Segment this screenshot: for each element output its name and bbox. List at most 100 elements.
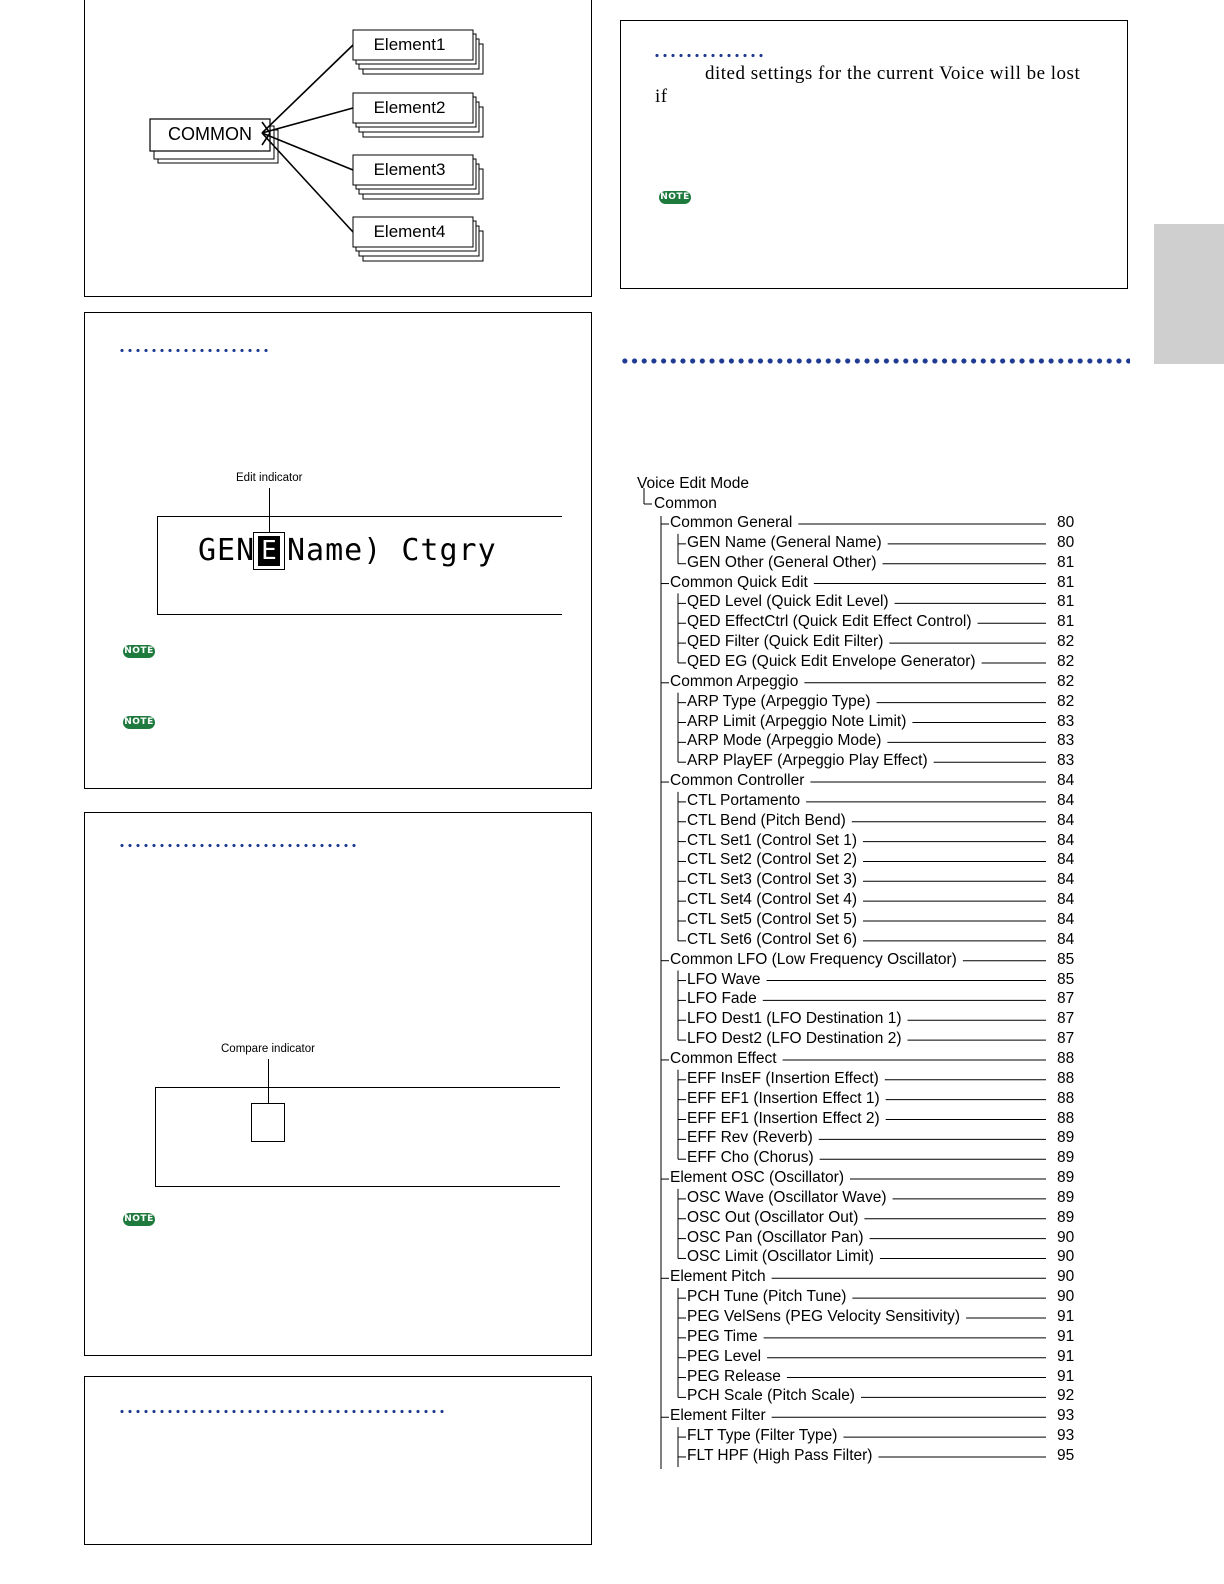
tree-page-number: 81 [1057, 573, 1075, 591]
tree-page-number: 84 [1057, 891, 1075, 909]
compare-indicator-box [84, 812, 592, 1356]
section-side-tab [1154, 224, 1224, 364]
notice-box [620, 20, 1128, 289]
tree-page-number: 91 [1057, 1327, 1075, 1345]
edit-indicator-label: Edit indicator [236, 472, 303, 484]
edit-note-icon-2: NOTE [123, 716, 155, 729]
compare-lcd-display [155, 1087, 560, 1187]
tree-page-number: 90 [1057, 1288, 1075, 1306]
tree-item: OSC Wave (Oscillator Wave) [687, 1188, 887, 1206]
tree-item: Common Effect [670, 1049, 777, 1067]
tree-page-number: 93 [1057, 1427, 1075, 1445]
tree-page-number: 90 [1057, 1228, 1075, 1246]
tree-common: Common [654, 495, 717, 512]
tree-item: CTL Set1 (Control Set 1) [687, 831, 857, 849]
element-block-3 [352, 154, 484, 200]
tree-page-number: 83 [1057, 752, 1075, 770]
tree-page-number: 93 [1057, 1407, 1075, 1425]
tree-item: CTL Set3 (Control Set 3) [687, 871, 857, 889]
tree-root: Voice Edit Mode [637, 475, 750, 492]
tree-page-number: 84 [1057, 831, 1075, 849]
tree-page-number: 88 [1057, 1049, 1075, 1067]
tree-page-number: 87 [1057, 990, 1075, 1008]
element-structure-diagram [149, 29, 484, 262]
tree-item: EFF Rev (Reverb) [687, 1129, 813, 1147]
tree-item: FLT HPF (High Pass Filter) [687, 1446, 873, 1464]
notice-heading-dots [653, 53, 765, 58]
tree-item: Common Arpeggio [670, 672, 799, 690]
tree-item: PEG Release [687, 1367, 781, 1385]
compare-heading-dots [118, 843, 360, 848]
tree-item: CTL Portamento [687, 791, 801, 809]
tree-page-number: 87 [1057, 1030, 1075, 1048]
connector-fan [261, 121, 271, 134]
connector-line-1 [261, 44, 354, 134]
edit-indicator-box [84, 312, 592, 789]
tree-page-number: 85 [1057, 970, 1075, 988]
tree-item: ARP Type (Arpeggio Type) [687, 692, 871, 710]
connector-fan [261, 132, 271, 146]
bottom-heading-dots [118, 1409, 448, 1414]
tree-item: LFO Wave [687, 970, 761, 988]
tree-item: EFF EF1 (Insertion Effect 1) [687, 1089, 880, 1107]
tree-page-number: 90 [1057, 1248, 1075, 1266]
tree-page-number: 81 [1057, 553, 1075, 571]
tree-page-number: 89 [1057, 1208, 1075, 1226]
tree-page-number: 84 [1057, 930, 1075, 948]
connector-line-4 [261, 132, 354, 233]
tree-item: ARP Limit (Arpeggio Note Limit) [687, 712, 907, 730]
connector-line-2 [261, 107, 354, 134]
tree-page-number: 84 [1057, 791, 1075, 809]
tree-page-number: 84 [1057, 911, 1075, 928]
tree-page-number: 89 [1057, 1149, 1075, 1167]
lcd-text-right: Name) Ctgry [287, 533, 497, 568]
element4-label: Element4 [373, 222, 446, 241]
compare-indicator-label: Compare indicator [221, 1043, 315, 1055]
tree-item: PEG Time [687, 1327, 758, 1345]
tree-item: Common Quick Edit [670, 573, 808, 591]
element-block-4 [352, 216, 484, 262]
tree-item: EFF Cho (Chorus) [687, 1149, 814, 1167]
tree-page-number: 84 [1057, 851, 1075, 869]
tree-item: GEN Name (General Name) [687, 533, 882, 551]
tree-page-number: 84 [1057, 811, 1075, 829]
element-block-1 [352, 29, 484, 75]
compare-note-icon: NOTE [123, 1213, 155, 1226]
tree-item: Common LFO (Low Frequency Oscillator) [670, 950, 957, 968]
tree-page-number: 82 [1057, 633, 1075, 651]
tree-item: Common Controller [670, 772, 805, 790]
tree-item: CTL Bend (Pitch Bend) [687, 811, 846, 829]
tree-item: QED EffectCtrl (Quick Edit Effect Contro… [687, 613, 972, 631]
tree-item: QED EG (Quick Edit Envelope Generator) [687, 652, 976, 670]
tree-item: ARP Mode (Arpeggio Mode) [687, 732, 882, 750]
tree-item: LFO Dest2 (LFO Destination 2) [687, 1030, 902, 1048]
tree-page-number: 81 [1057, 593, 1075, 611]
tree-page-number: 95 [1057, 1446, 1075, 1464]
bottom-section-box [84, 1376, 592, 1545]
tree-item: CTL Set5 (Control Set 5) [687, 911, 857, 928]
tree-item: Element OSC (Oscillator) [670, 1169, 844, 1187]
notice-text-line2: if [655, 86, 668, 107]
edit-note-icon-1: NOTE [123, 645, 155, 658]
tree-page-number: 90 [1057, 1268, 1075, 1286]
tree-item: FLT Type (Filter Type) [687, 1427, 838, 1445]
tree-page-number: 83 [1057, 732, 1075, 750]
tree-page-number: 88 [1057, 1089, 1075, 1107]
tree-item: LFO Dest1 (LFO Destination 1) [687, 1010, 902, 1028]
edit-heading-dots [118, 348, 270, 353]
tree-page-number: 82 [1057, 672, 1075, 690]
tree-page-number: 80 [1057, 533, 1075, 551]
tree-page-number: 88 [1057, 1069, 1075, 1087]
common-block [149, 118, 279, 164]
tree-item: CTL Set6 (Control Set 6) [687, 930, 857, 948]
tree-item: QED Filter (Quick Edit Filter) [687, 633, 884, 651]
tree-item: Element Filter [670, 1407, 766, 1425]
tree-page-number: 89 [1057, 1188, 1075, 1206]
tree-page-number: 82 [1057, 692, 1075, 710]
tree-page-number: 87 [1057, 1010, 1075, 1028]
tree-item: PCH Tune (Pitch Tune) [687, 1288, 847, 1306]
tree-item: OSC Pan (Oscillator Pan) [687, 1228, 864, 1246]
lcd-cursor-char: E [258, 536, 280, 566]
tree-page-number: 92 [1057, 1387, 1075, 1405]
